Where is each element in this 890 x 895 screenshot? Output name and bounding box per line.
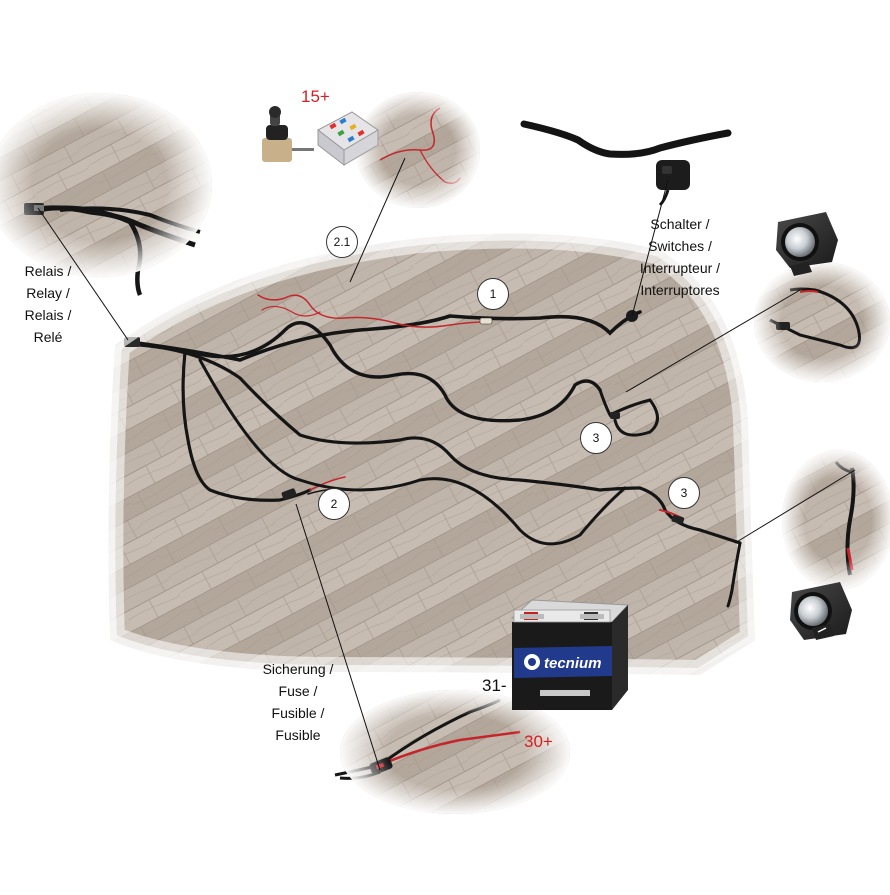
marker-1: 1 <box>477 278 509 310</box>
fuse-label-line: Fusible / <box>271 705 325 721</box>
marker-3-lower: 3 <box>668 477 700 509</box>
switch-label-line: Interruptores <box>640 282 720 298</box>
battery-brand: tecnium <box>544 655 602 672</box>
voltage-label-battery-positive: 30+ <box>524 732 553 751</box>
upper-lamp-detail-photo <box>754 262 890 382</box>
marker-2: 2 <box>318 488 350 520</box>
fuse-label-line: Fusible <box>275 727 321 743</box>
voltage-label-battery-negative: 31- <box>482 676 507 695</box>
handlebar-image <box>520 120 732 207</box>
ignition-key-image <box>262 106 314 162</box>
relay-label-line: Relais / <box>24 263 72 279</box>
relay-detail-photo <box>0 93 212 296</box>
fuse-box-image <box>317 111 379 167</box>
fuse-label-line: Sicherung / <box>262 661 334 677</box>
leader-lines <box>37 157 856 771</box>
fuse-label-line: Fuse / <box>278 683 318 699</box>
fusebox-detail-photo <box>356 92 480 208</box>
lower-lamp-image <box>790 582 852 640</box>
switch-label: Schalter / Switches / Interrupteur / Int… <box>636 213 724 301</box>
relay-label-line: Relais / <box>24 307 72 323</box>
lower-lamp-detail-photo <box>782 450 890 590</box>
fuse-detail-photo <box>334 690 570 814</box>
switch-label-line: Schalter / <box>650 216 710 232</box>
battery-image: tecnium <box>510 599 630 710</box>
voltage-label-ignition: 15+ <box>301 87 330 106</box>
fuse-label: Sicherung / Fuse / Fusible / Fusible <box>256 658 340 746</box>
switch-label-line: Interrupteur / <box>639 260 721 276</box>
marker-3-upper: 3 <box>580 422 612 454</box>
relay-label: Relais / Relay / Relais / Relé <box>18 260 78 348</box>
upper-lamp-image <box>776 212 838 276</box>
marker-2-1: 2.1 <box>326 226 358 258</box>
relay-label-line: Relé <box>33 329 63 345</box>
switch-label-line: Switches / <box>648 238 712 254</box>
relay-label-line: Relay / <box>26 285 70 301</box>
